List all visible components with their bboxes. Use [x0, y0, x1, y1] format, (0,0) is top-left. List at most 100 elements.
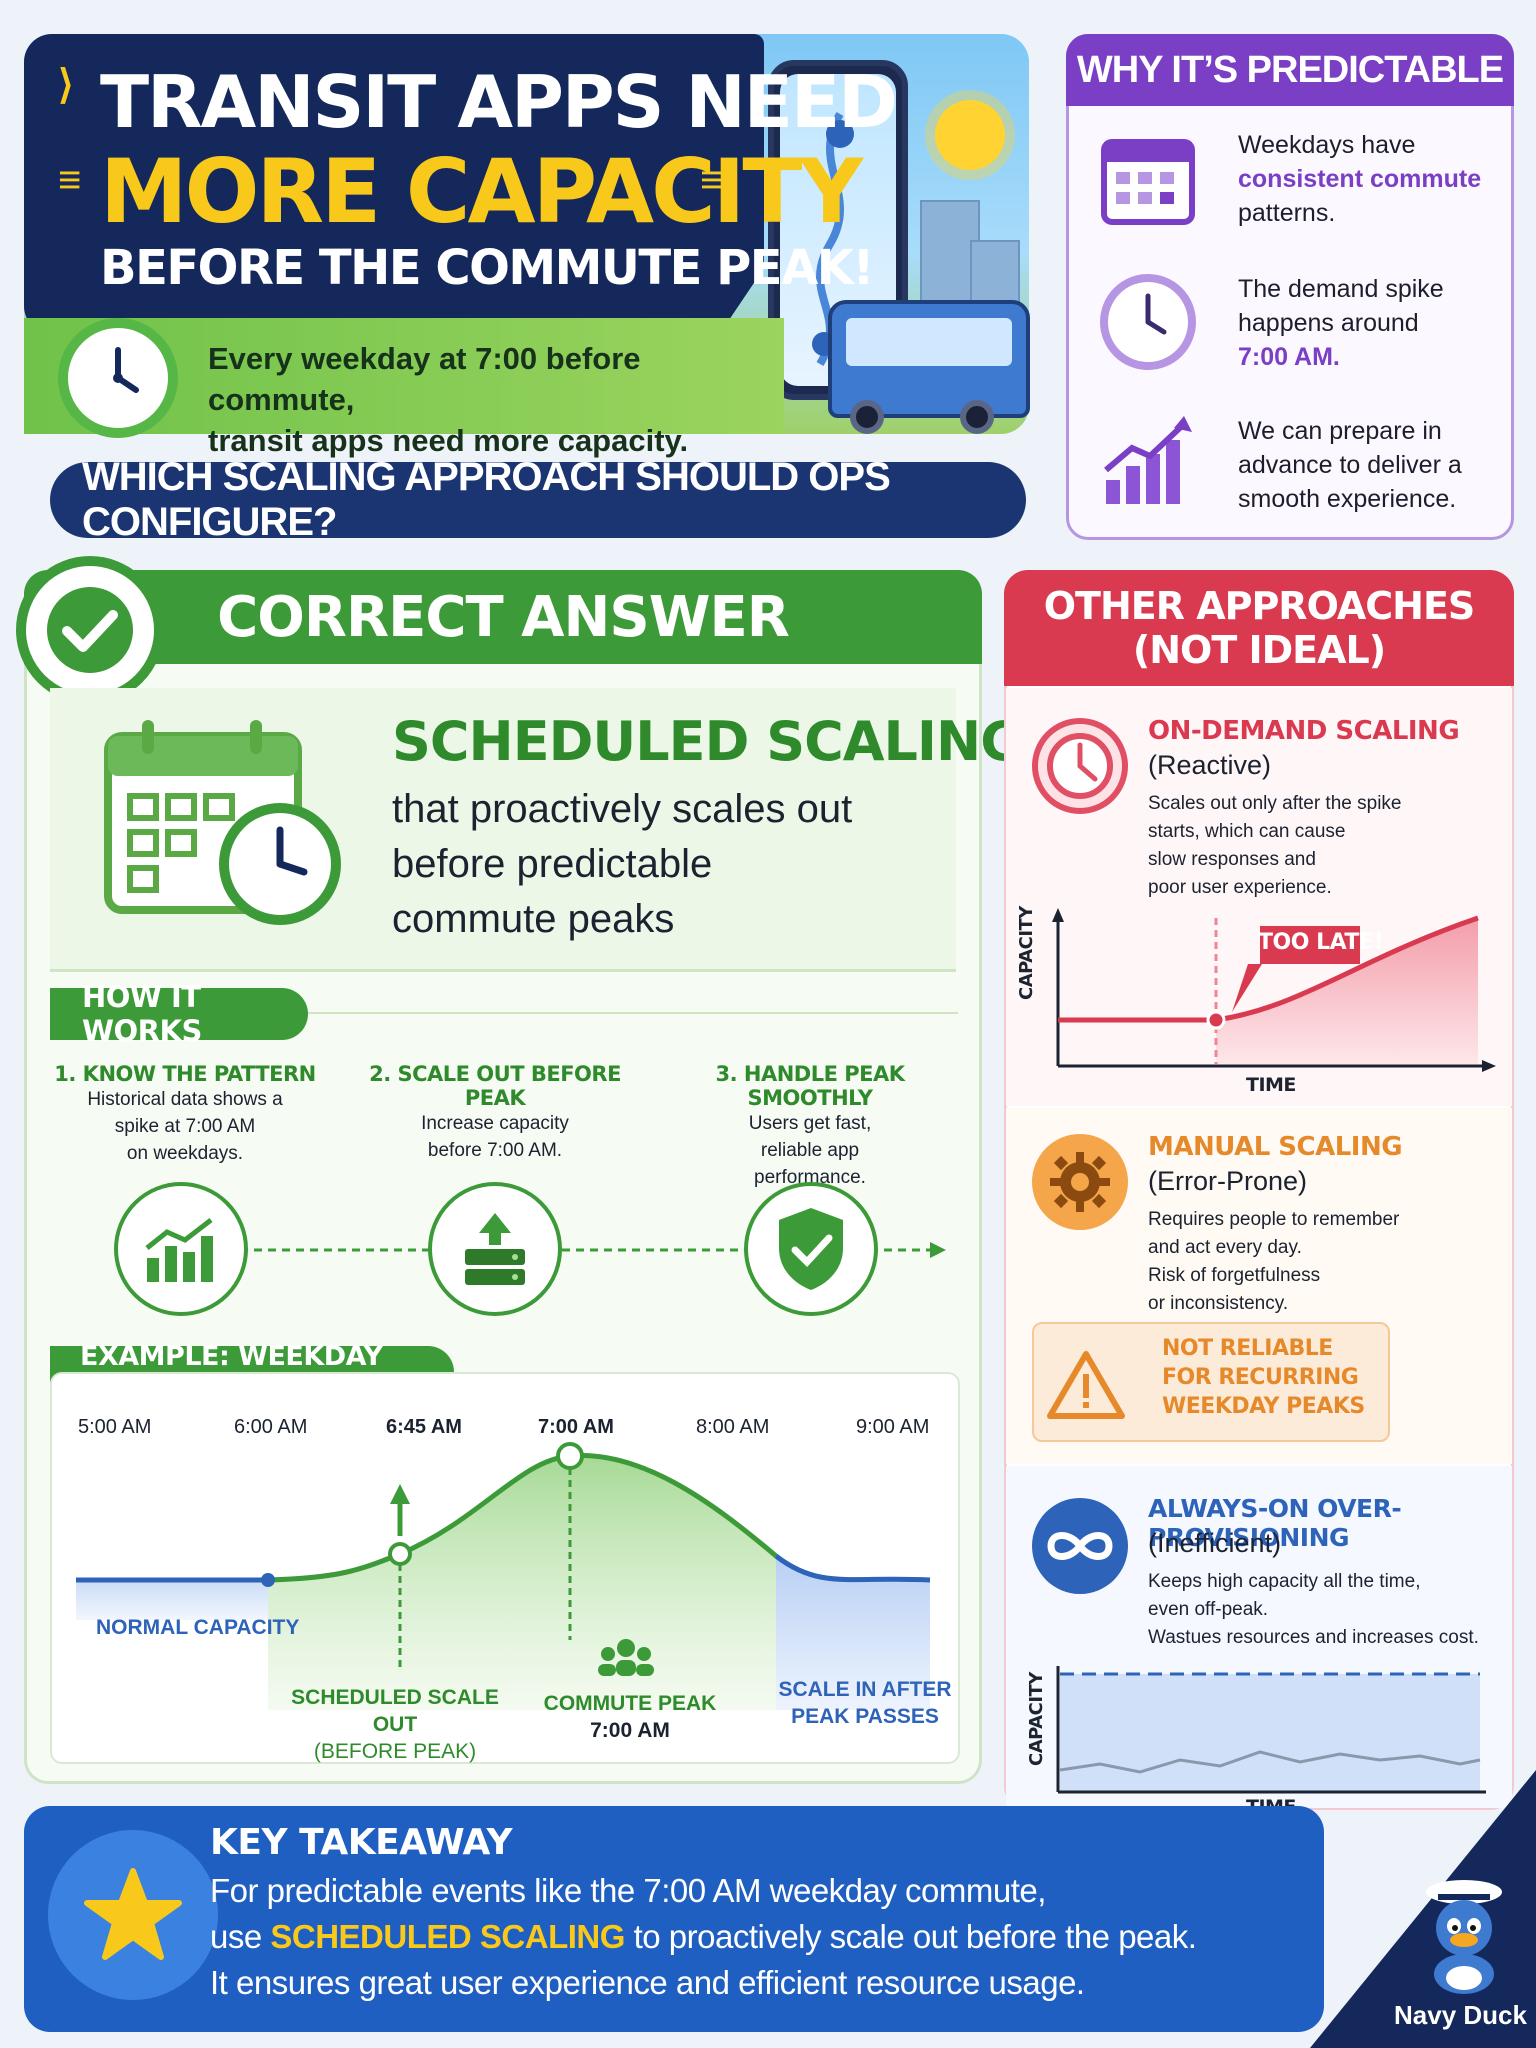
- takeaway-highlight: SCHEDULED SCALING: [270, 1918, 625, 1955]
- desc-line: even off-peak.: [1148, 1599, 1269, 1620]
- step-desc: performance.: [754, 1167, 866, 1188]
- takeaway-text: use: [210, 1918, 271, 1955]
- too-late-badge: TOO LATE!: [1258, 930, 1383, 955]
- takeaway-line: It ensures great user experience and eff…: [210, 1964, 1085, 2001]
- sun-icon: [935, 100, 1005, 170]
- warning-line: FOR RECURRING: [1162, 1365, 1359, 1390]
- hero-title-line1: TRANSIT APPS NEED: [100, 60, 898, 144]
- question-bar: WHICH SCALING APPROACH SHOULD OPS CONFIG…: [50, 455, 1026, 544]
- step-1: 1. KNOW THE PATTERN Historical data show…: [50, 1062, 320, 1167]
- desc-line: poor user experience.: [1148, 877, 1332, 898]
- step-desc: on weekdays.: [126, 1143, 244, 1164]
- hero-title-panel: [24, 34, 764, 334]
- why-item-3: We can prepare in advance to deliver a s…: [1238, 417, 1462, 513]
- timeline-tick: 7:00 AM: [538, 1416, 614, 1438]
- step-title: 2. SCALE OUT BEFORE PEAK: [369, 1062, 621, 1110]
- label-line: 7:00 AM: [590, 1719, 670, 1742]
- gear-icon: [1032, 1134, 1128, 1230]
- hero-subtitle-line1: Every weekday at 7:00 before commute,: [208, 341, 641, 417]
- x-axis-label: TIME: [1246, 1074, 1296, 1096]
- y-axis-label: CAPACITY: [1026, 1672, 1047, 1766]
- star-icon: [48, 1830, 218, 2000]
- step-3: 3. HANDLE PEAK SMOOTHLY Users get fast, …: [670, 1062, 950, 1191]
- warning-line: WEEKDAY PEAKS: [1162, 1394, 1365, 1419]
- timeline-tick: 5:00 AM: [78, 1416, 152, 1438]
- step-desc: reliable app: [760, 1140, 860, 1161]
- step-desc: spike at 7:00 AM: [114, 1116, 256, 1137]
- calendar-clock-icon: [104, 714, 344, 934]
- manual-title: MANUAL SCALING: [1148, 1132, 1403, 1162]
- desc-line: Wastues resources and increases cost.: [1148, 1627, 1479, 1648]
- infinity-icon: [1032, 1498, 1128, 1594]
- calendar-icon: [1098, 128, 1198, 228]
- spark-icon: ≡: [58, 158, 82, 202]
- wheel: [850, 400, 884, 434]
- hero-subtitle: Every weekday at 7:00 before commute, tr…: [208, 338, 768, 461]
- on-demand-chart: [1052, 908, 1496, 1072]
- why-item-text: patterns.: [1238, 199, 1336, 227]
- desc-line: or inconsistency.: [1148, 1293, 1289, 1314]
- label-line: PEAK PASSES: [791, 1705, 939, 1728]
- label-line: (BEFORE PEAK): [313, 1740, 477, 1763]
- label-line: SCALE IN AFTER: [778, 1678, 952, 1701]
- step-title: 3. HANDLE PEAK SMOOTHLY: [715, 1062, 905, 1110]
- desc-line: Risk of forgetfulness: [1148, 1265, 1321, 1286]
- on-demand-subtitle: (Reactive): [1148, 750, 1272, 780]
- on-demand-desc: Scales out only after the spike starts, …: [1148, 790, 1488, 902]
- takeaway-line: use SCHEDULED SCALING to proactively sca…: [210, 1918, 1197, 1956]
- server-up-icon: [428, 1182, 562, 1316]
- hero-subtitle-line2: transit apps need more capacity.: [208, 423, 689, 458]
- desc-line: slow responses and: [1148, 849, 1316, 870]
- scheduled-scaling-desc: that proactively scales out before predi…: [392, 782, 932, 947]
- why-title: WHY IT’S PREDICTABLE: [1066, 34, 1514, 106]
- step-2: 2. SCALE OUT BEFORE PEAK Increase capaci…: [340, 1062, 650, 1164]
- desc-line: Keeps high capacity all the time,: [1148, 1571, 1421, 1592]
- spark-icon: ⟩: [58, 63, 74, 107]
- on-demand-title: ON-DEMAND SCALING: [1148, 716, 1460, 746]
- why-item-1: Weekdays have consistent commute pattern…: [1238, 128, 1498, 230]
- label-line: COMMUTE PEAK: [543, 1692, 717, 1715]
- step-desc: Users get fast,: [748, 1113, 872, 1134]
- clock-icon: [58, 318, 178, 438]
- always-on-desc: Keeps high capacity all the time, even o…: [1148, 1568, 1508, 1652]
- key-takeaway-panel: [24, 1806, 1324, 2032]
- x-axis-label: TIME: [1246, 1796, 1296, 1808]
- scale-in-label: SCALE IN AFTER PEAK PASSES: [770, 1676, 960, 1730]
- timeline-tick: 6:45 AM: [386, 1416, 462, 1438]
- timeline-tick: 9:00 AM: [856, 1416, 930, 1438]
- desc-line: before predictable: [392, 842, 713, 886]
- bus-window: [846, 318, 1012, 366]
- step-desc: before 7:00 AM.: [427, 1140, 563, 1161]
- warning-text: NOT RELIABLE FOR RECURRING WEEKDAY PEAKS: [1162, 1334, 1365, 1421]
- bar-chart-icon: [114, 1182, 248, 1316]
- why-item-2: The demand spike happens around 7:00 AM.: [1238, 272, 1478, 374]
- step-desc: Historical data shows a: [87, 1089, 283, 1110]
- timeline-curve: [76, 1442, 931, 1710]
- desc-line: commute peaks: [392, 897, 675, 941]
- spark-icon: ≡: [700, 158, 724, 202]
- manual-desc: Requires people to remember and act ever…: [1148, 1206, 1488, 1318]
- normal-capacity-label: NORMAL CAPACITY: [96, 1616, 300, 1639]
- commute-peak-label: COMMUTE PEAK 7:00 AM: [530, 1690, 730, 1744]
- timeline-tick: 8:00 AM: [696, 1416, 770, 1438]
- takeaway-text: to proactively scale out before the peak…: [624, 1918, 1197, 1955]
- warning-box: [1032, 1322, 1390, 1442]
- divider: [308, 1012, 958, 1014]
- shield-check-icon: [744, 1182, 878, 1316]
- step-title: 1. KNOW THE PATTERN: [54, 1062, 316, 1086]
- y-axis-label: CAPACITY: [1016, 906, 1037, 1000]
- desc-line: that proactively scales out: [392, 787, 853, 831]
- growth-chart-icon: [1098, 410, 1198, 510]
- manual-subtitle: (Error-Prone): [1148, 1166, 1308, 1196]
- other-approaches-header: OTHER APPROACHES (NOT IDEAL): [1004, 570, 1514, 686]
- correct-answer-header: CORRECT ANSWER: [24, 570, 982, 664]
- header-line: OTHER APPROACHES: [1043, 584, 1476, 628]
- duck-mascot-icon: [1414, 1874, 1514, 1999]
- desc-line: Requires people to remember: [1148, 1209, 1400, 1230]
- always-on-chart: [1056, 1666, 1486, 1794]
- why-item-text: Weekdays have: [1238, 131, 1416, 159]
- clock-icon: [1098, 272, 1198, 372]
- how-it-works-label: HOW IT WORKS: [50, 980, 308, 1048]
- takeaway-line: For predictable events like the 7:00 AM …: [210, 1872, 1046, 1909]
- hero-title-line3: BEFORE THE COMMUTE PEAK!: [100, 240, 874, 296]
